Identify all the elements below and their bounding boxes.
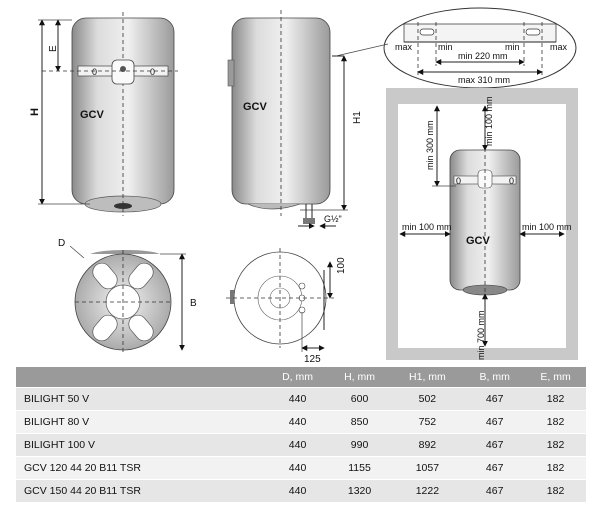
bracket-min220: min 220 mm: [458, 51, 508, 61]
header-h1: H1, mm: [390, 367, 465, 388]
bottom-view: 100 125: [226, 248, 347, 365]
header-model: [16, 367, 267, 388]
cell-h1: 502: [390, 387, 465, 411]
clearance-min100-left: min 100 mm: [402, 222, 452, 232]
bracket-detail: max min min max min 220 mm max 310 mm: [335, 7, 577, 89]
cell-e: 182: [525, 387, 586, 411]
top-view: D B: [58, 238, 197, 352]
bracket-min-left: min: [438, 42, 453, 52]
cell-model: BILIGHT 80 V: [16, 410, 267, 434]
model-label-front: GCV: [80, 109, 105, 121]
spec-table: D, mm H, mm H1, mm B, mm E, mm BILIGHT 5…: [16, 367, 586, 502]
cell-d: 440: [266, 479, 329, 502]
cell-model: BILIGHT 100 V: [16, 433, 267, 457]
cell-e: 182: [525, 433, 586, 457]
table-header-row: D, mm H, mm H1, mm B, mm E, mm: [16, 367, 586, 388]
clearance-min700: min 700 mm: [476, 310, 486, 360]
cell-model: GCV 120 44 20 B11 TSR: [16, 456, 267, 480]
cell-h1: 1057: [390, 456, 465, 480]
dim-125: 125: [304, 354, 321, 365]
cell-h: 1320: [328, 479, 391, 502]
bracket-text-right: 0: [150, 67, 155, 77]
dim-D: D: [58, 238, 65, 249]
cell-b: 467: [464, 387, 526, 411]
clearance-min100-right: min 100 mm: [522, 222, 572, 232]
cell-d: 440: [266, 433, 329, 457]
cell-b: 467: [464, 410, 526, 434]
clearance-diagram: 0 0 min 100 mm GCV min 300 mm min 100 mm…: [386, 88, 578, 360]
cell-h: 850: [328, 410, 391, 434]
cell-h1: 1222: [390, 479, 465, 502]
dim-E: E: [48, 45, 59, 52]
cell-h: 1155: [328, 456, 391, 480]
header-d: D, mm: [266, 367, 329, 388]
table-row: GCV 120 44 20 B11 TSR 440 1155 1057 467 …: [16, 456, 586, 480]
bracket-max310: max 310 mm: [458, 75, 510, 85]
dim-H: H: [29, 108, 41, 116]
header-h: H, mm: [328, 367, 391, 388]
bracket-text-left: 0: [92, 67, 97, 77]
clearance-min300: min 300 mm: [425, 120, 435, 170]
front-view: 0 0 H E GCV: [29, 12, 178, 216]
table-row: GCV 150 44 20 B11 TSR 440 1320 1222 467 …: [16, 479, 586, 502]
cell-d: 440: [266, 410, 329, 434]
header-b: B, mm: [464, 367, 526, 388]
cell-e: 182: [525, 479, 586, 502]
cell-h1: 752: [390, 410, 465, 434]
table-row: BILIGHT 80 V 440 850 752 467 182: [16, 410, 586, 434]
bracket-max-left: max: [395, 42, 413, 52]
header-e: E, mm: [525, 367, 586, 388]
clearance-min100-top: min 100 mm: [484, 96, 494, 146]
cell-d: 440: [266, 387, 329, 411]
cell-b: 467: [464, 479, 526, 502]
cell-e: 182: [525, 456, 586, 480]
cell-h: 600: [328, 387, 391, 411]
table-row: BILIGHT 50 V 440 600 502 467 182: [16, 387, 586, 411]
side-view: H1 G½" GCV: [227, 10, 363, 229]
cell-d: 440: [266, 456, 329, 480]
svg-text:0: 0: [456, 176, 461, 186]
cell-model: GCV 150 44 20 B11 TSR: [16, 479, 267, 502]
cell-b: 467: [464, 456, 526, 480]
cell-h: 990: [328, 433, 391, 457]
dim-B: B: [190, 298, 197, 309]
dim-thread: G½": [324, 214, 342, 224]
table-row: BILIGHT 100 V 440 990 892 467 182: [16, 433, 586, 457]
dim-100: 100: [336, 257, 347, 274]
model-label-clearance-visible: GCV: [466, 235, 491, 247]
dim-H1: H1: [352, 111, 363, 124]
bracket-max-right: max: [550, 42, 568, 52]
model-label-side: GCV: [243, 101, 268, 113]
bracket-min-right: min: [505, 42, 520, 52]
technical-drawing: 0 0 H E GCV H1 G½" GCV: [29, 7, 578, 365]
svg-text:0: 0: [509, 176, 514, 186]
cell-b: 467: [464, 433, 526, 457]
cell-e: 182: [525, 410, 586, 434]
cell-h1: 892: [390, 433, 465, 457]
cell-model: BILIGHT 50 V: [16, 387, 267, 411]
